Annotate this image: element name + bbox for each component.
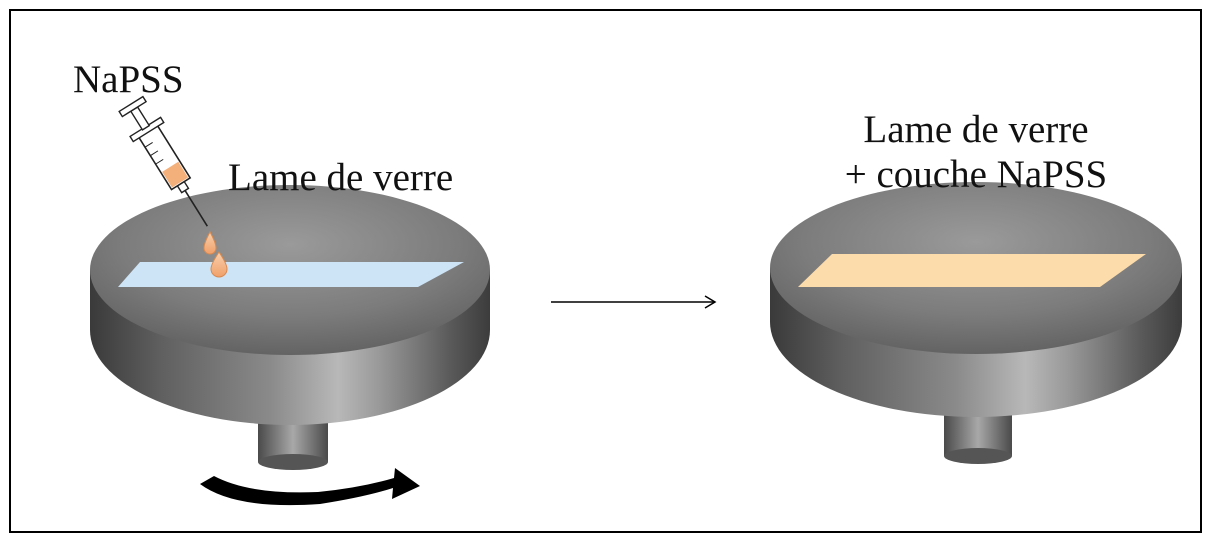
- process-arrow-icon: [551, 295, 717, 309]
- result-label-line2: + couche NaPSS: [844, 153, 1108, 196]
- spin-chuck-left: [90, 185, 490, 470]
- substrate-label: Lame de verre: [228, 156, 454, 199]
- syringe-icon: [118, 95, 209, 227]
- coated-slide: [798, 254, 1146, 287]
- reagent-label: NaPSS: [73, 58, 184, 101]
- result-label-line1: Lame de verre: [863, 108, 1089, 151]
- napss-droplet: [203, 230, 217, 255]
- napss-droplet: [210, 251, 228, 278]
- glass-slide: [118, 262, 464, 287]
- rotation-arrow-icon: [200, 468, 420, 506]
- spin-chuck-right: [770, 182, 1182, 464]
